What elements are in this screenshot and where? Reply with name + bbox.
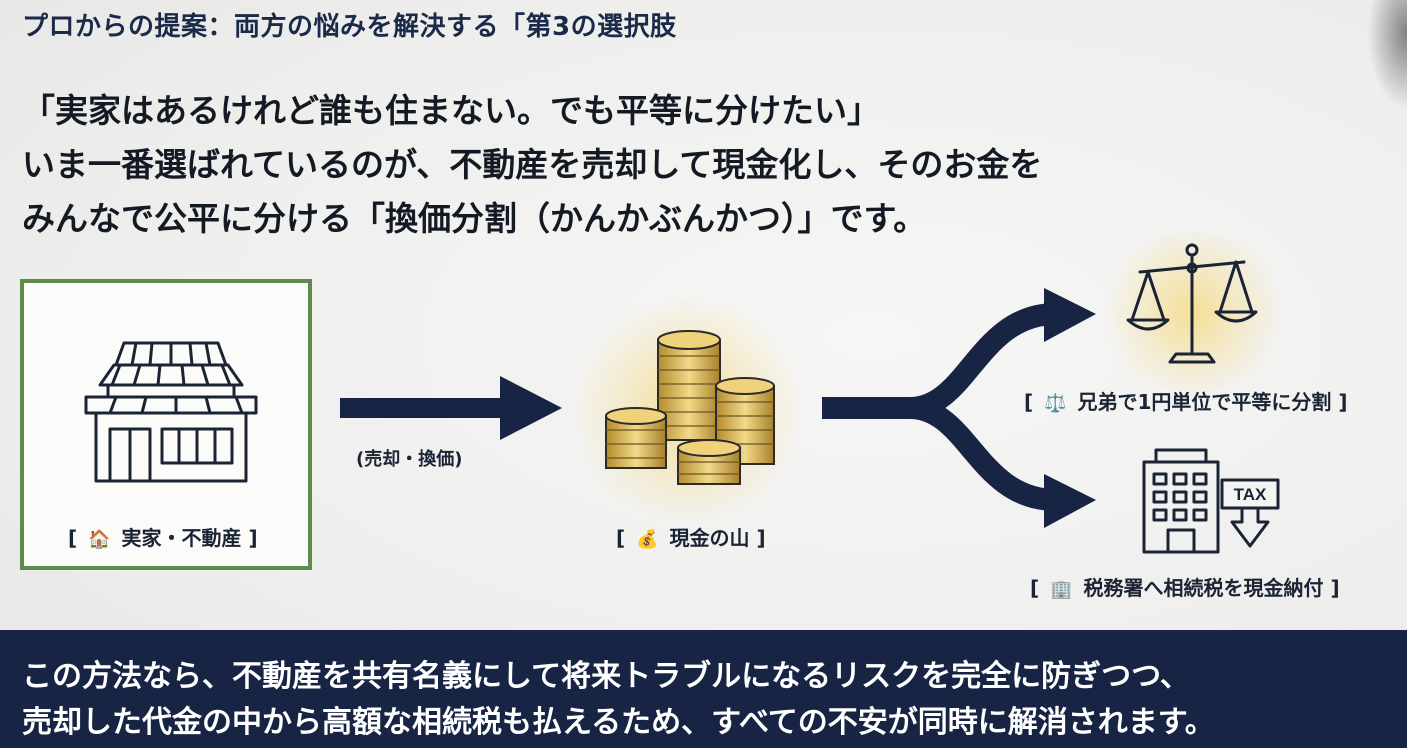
tax-office-icon: TAX [1142,448,1280,554]
bracket-open: [ [1030,576,1040,600]
cash-caption-text: 現金の山 [669,526,750,550]
bracket-close: ] [248,526,258,550]
lead-text: 「実家はあるけれど誰も住まない。でも平等に分けたい」 いま一番選ばれているのが、… [22,84,1222,246]
page-title: プロからの提案：両方の悩みを解決する「第3の選択肢 [22,12,677,42]
lead-line-3: みんなで公平に分ける「換価分割（かんかぶんかつ）」です。 [22,199,927,238]
balance-scale-icon [1126,243,1258,364]
coin-stack-right [715,377,775,465]
cash-caption: [ 💰 現金の山 ] [616,522,766,551]
footer-line-2: 売却した代金の中から高額な相続税も払えるため、すべての不安が同時に解消されます。 [22,705,1215,740]
bracket-open: [ [1024,390,1034,414]
equal-split-caption-text: 兄弟で1円単位で平等に分割 [1077,390,1332,414]
sell-arrow-label: (売却・換価) [356,449,463,470]
scale-emoji: ⚖️ [1044,393,1067,414]
footer-line-1: この方法なら、不動産を共有名義にして将来トラブルになるリスクを完全に防ぎつつ、 [22,659,1190,694]
house-caption: [ 🏠 実家・不動産 ] [68,522,258,551]
bracket-close: ] [1338,390,1348,414]
house-caption-text: 実家・不動産 [121,526,242,550]
lead-line-1: 「実家はあるけれど誰も住まない。でも平等に分けたい」 [22,91,880,130]
bracket-open: [ [616,526,626,550]
footer-band [0,630,1407,748]
footer-text: この方法なら、不動産を共有名義にして将来トラブルになるリスクを完全に防ぎつつ、 … [22,654,1392,746]
coin-stack-left [605,407,667,469]
lead-line-2: いま一番選ばれているのが、不動産を売却して現金化し、そのお金を [22,145,1043,184]
money-bag-emoji: 💰 [636,529,659,550]
bracket-open: [ [68,526,78,550]
edge-shadow [1367,0,1407,110]
tax-sign-text: TAX [1234,485,1267,504]
bracket-close: ] [1330,576,1340,600]
tax-caption: [ 🏢 税務署へ相続税を現金納付 ] [1030,572,1340,601]
coin-stack-tall [657,330,721,441]
sell-arrow [340,376,562,440]
bracket-close: ] [756,526,766,550]
equal-split-caption: [ ⚖️ 兄弟で1円単位で平等に分割 ] [1024,386,1348,415]
tax-caption-text: 税務署へ相続税を現金納付 [1083,576,1324,600]
house-icon [84,341,258,483]
coin-stack-icon [605,330,775,485]
office-emoji: 🏢 [1050,579,1073,600]
split-arrow [822,288,1096,528]
coin-stack-front [677,439,741,485]
house-panel [20,279,312,570]
house-emoji: 🏠 [88,529,111,550]
